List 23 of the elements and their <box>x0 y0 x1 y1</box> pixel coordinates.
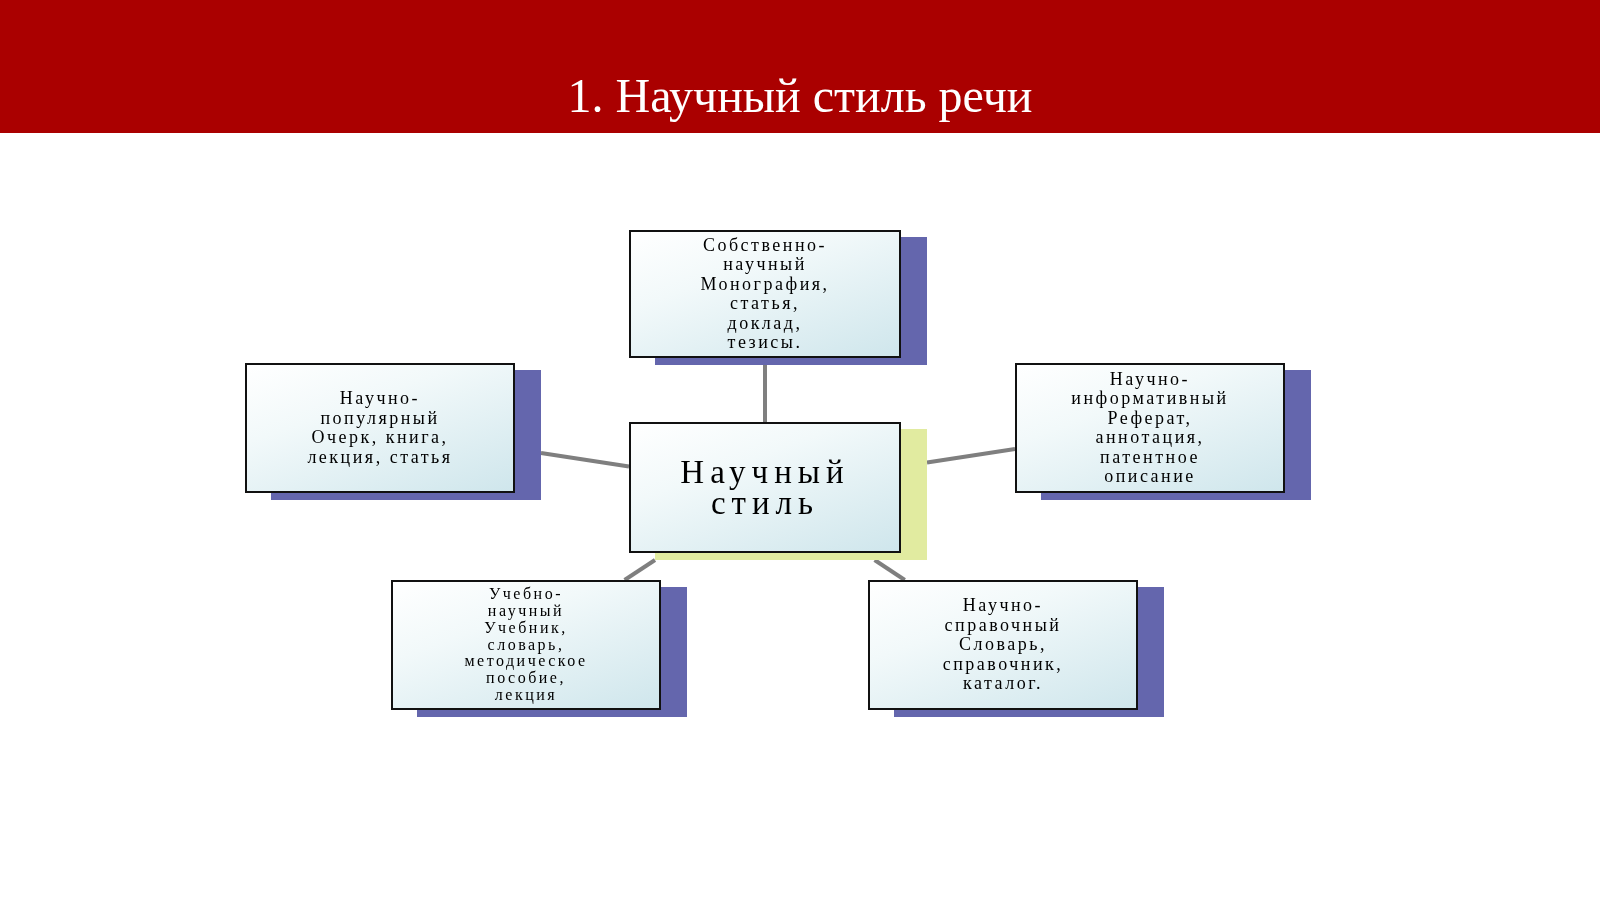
box-heading: Научно-справочный <box>944 596 1062 636</box>
connector-line <box>763 365 767 422</box>
box-heading: Научно-информативный <box>1071 369 1229 409</box>
box-text: Учебник, словарь, методическое пособие, лекция <box>464 619 588 704</box>
connector-line <box>623 558 657 582</box>
style-box <box>245 363 541 500</box>
node-label: Научный стиль <box>680 456 850 519</box>
box-text: Реферат, аннотация, патентное описание <box>1095 408 1205 487</box>
connector-line <box>926 446 1016 465</box>
box-heading: Собственно-научный <box>702 235 828 275</box>
connector-line <box>873 558 906 582</box>
slide-title: 1. Научный стиль речи <box>567 68 1033 124</box>
box-text: Очерк, книга, лекция, статья <box>306 428 454 467</box>
box-heading: Учебно-научный <box>487 586 565 620</box>
style-box <box>391 580 687 717</box>
style-box <box>1015 363 1311 500</box>
style-box <box>629 422 927 560</box>
style-box <box>629 230 927 365</box>
style-box <box>868 580 1164 717</box>
connector-line <box>540 450 630 469</box>
box-text: Словарь, справочник, каталог. <box>942 635 1064 694</box>
box-text: Монография, статья, доклад, тезисы. <box>700 274 830 353</box>
box-heading: Научно-популярный <box>320 389 440 428</box>
